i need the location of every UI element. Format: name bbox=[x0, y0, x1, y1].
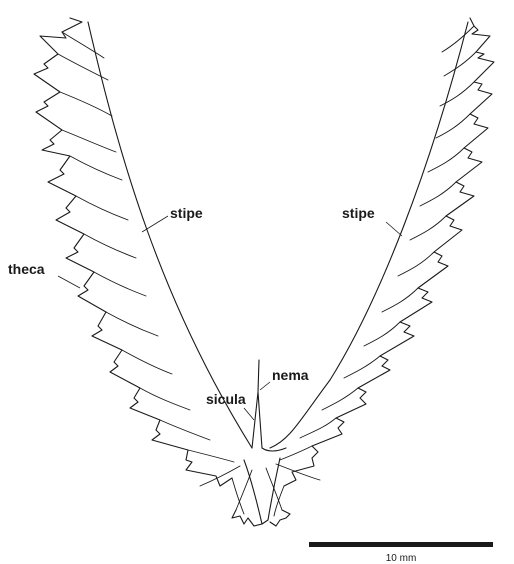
label-theca: theca bbox=[8, 261, 45, 277]
scale-bar: 10 mm bbox=[309, 542, 493, 564]
label-stipe-left-group: stipe bbox=[142, 205, 203, 232]
scale-bar-label: 10 mm bbox=[386, 553, 417, 564]
label-sicula-group: sicula bbox=[206, 391, 254, 420]
left-stipe bbox=[34, 18, 252, 486]
right-stipe bbox=[270, 18, 494, 486]
label-nema: nema bbox=[272, 367, 309, 383]
label-stipe-left: stipe bbox=[170, 205, 203, 221]
label-stipe-right: stipe bbox=[342, 205, 375, 221]
label-theca-group: theca bbox=[8, 261, 80, 288]
label-nema-group: nema bbox=[260, 367, 309, 390]
label-stipe-right-group: stipe bbox=[342, 205, 402, 236]
sicula-structure bbox=[200, 360, 320, 526]
scale-bar-line bbox=[309, 542, 493, 547]
label-sicula: sicula bbox=[206, 391, 246, 407]
